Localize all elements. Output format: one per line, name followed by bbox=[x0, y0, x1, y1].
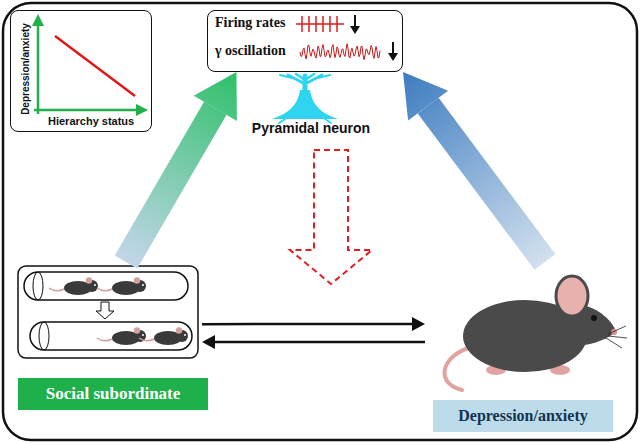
down-arrow bbox=[350, 15, 360, 34]
arrow-head bbox=[202, 335, 215, 349]
down-arrow bbox=[388, 42, 398, 61]
outer-frame bbox=[3, 3, 637, 440]
influence-arrow bbox=[403, 72, 555, 270]
outcome-node: Depression/anxiety bbox=[425, 262, 625, 434]
condition-node: Social subordinate bbox=[12, 262, 202, 410]
neuron-label: Pyramidal neuron bbox=[246, 120, 376, 136]
gamma-wave bbox=[300, 44, 380, 60]
arrow-head bbox=[403, 72, 448, 121]
spike-train bbox=[296, 16, 344, 32]
measure-label: γ oscillation bbox=[215, 43, 286, 59]
graph-box: Depression/anxietyHierarchy status bbox=[10, 10, 152, 132]
axis-label: Hierarchy status bbox=[48, 115, 134, 127]
axis-label: Depression/anxiety bbox=[20, 23, 31, 115]
arrow-head bbox=[194, 72, 237, 121]
trend-line bbox=[55, 36, 135, 96]
neuron-node: Pyramidal neuron bbox=[240, 72, 370, 140]
arrow-shaft bbox=[418, 98, 556, 270]
mouse bbox=[445, 276, 627, 390]
influence-arrow bbox=[115, 72, 237, 269]
measure-label: Firing rates bbox=[215, 15, 285, 31]
arrow-shaft bbox=[215, 341, 425, 344]
condition-label: Social subordinate bbox=[18, 378, 208, 410]
tube-test bbox=[18, 266, 198, 358]
arrow-shaft bbox=[202, 323, 412, 326]
dashed-arrow bbox=[290, 150, 372, 284]
link-arrow bbox=[202, 335, 425, 349]
link-arrow bbox=[202, 317, 425, 331]
arrow-head bbox=[412, 317, 425, 331]
outcome-label: Depression/anxiety bbox=[433, 400, 613, 432]
neuron-shape bbox=[272, 74, 338, 123]
measure-box: Firing rates γ oscillation bbox=[207, 10, 403, 72]
graph-axes bbox=[32, 14, 148, 116]
